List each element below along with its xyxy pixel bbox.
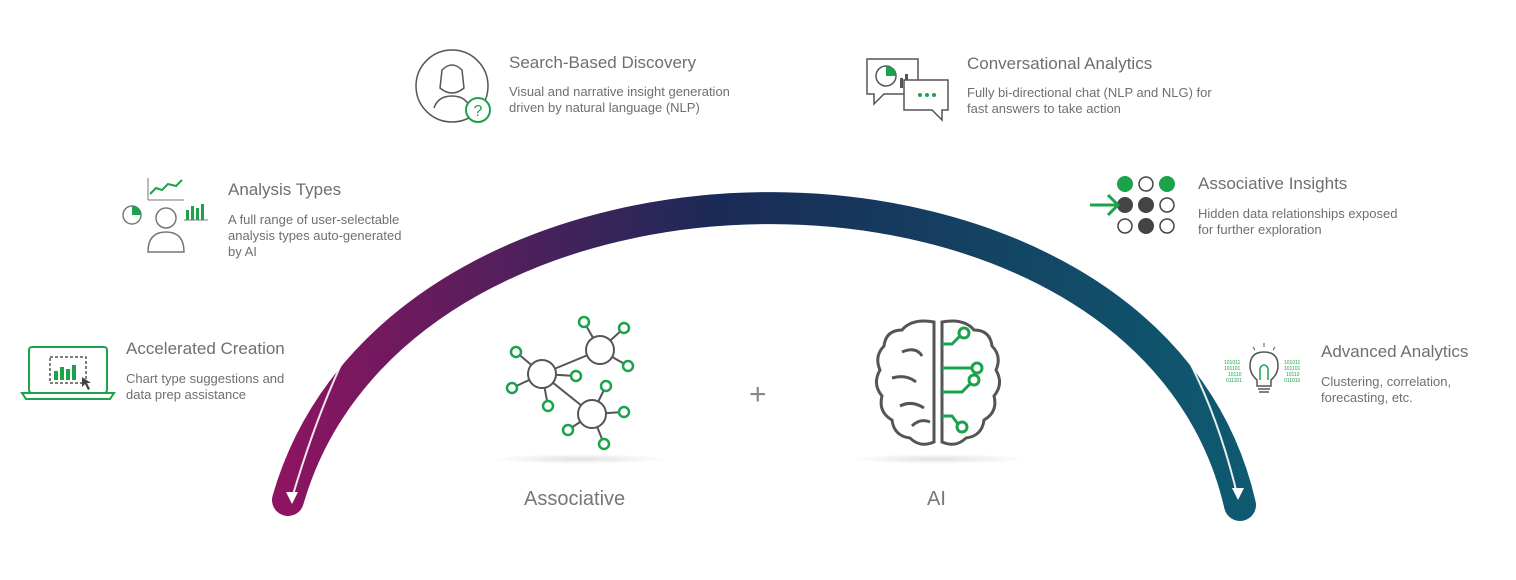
- svg-text:101101: 101101: [1284, 366, 1301, 372]
- dots-arrow-icon: [1090, 176, 1175, 234]
- accelerated-creation-title: Accelerated Creation: [126, 339, 285, 358]
- ai-label: AI: [927, 488, 946, 510]
- conversational-title: Conversational Analytics: [967, 54, 1153, 73]
- associative-insights-desc: Hidden data relationships exposed for fu…: [1198, 206, 1398, 237]
- arc-inner-line-top-left: [459, 174, 641, 219]
- svg-text:101011: 101011: [1224, 360, 1241, 366]
- svg-text:?: ?: [474, 103, 483, 120]
- svg-text:011010: 011010: [1284, 378, 1301, 384]
- arc-band: [272, 192, 1256, 521]
- arc-arrow-left: [286, 492, 298, 504]
- accelerated-creation-desc: Chart type suggestions and data prep ass…: [126, 371, 285, 402]
- advanced-analytics-title: Advanced Analytics: [1321, 342, 1469, 361]
- svg-text:101011: 101011: [1284, 360, 1301, 366]
- analysis-types-title: Analysis Types: [228, 180, 342, 199]
- associative-shadow: [490, 454, 670, 464]
- lightbulb-binary-icon: 101011 101101 10110 011101 101011 101101…: [1224, 343, 1301, 393]
- associative-insights-title: Associative Insights: [1198, 174, 1348, 193]
- arc-inner-line-top-right: [924, 184, 1071, 223]
- svg-text:10110: 10110: [1286, 372, 1300, 378]
- arc-inner-line: [291, 229, 441, 499]
- svg-text:10110: 10110: [1228, 372, 1242, 378]
- arc-title: Insight Advisor: [685, 136, 832, 161]
- conversational-desc: Fully bi-directional chat (NLP and NLG) …: [967, 85, 1212, 116]
- person-question-icon: ?: [415, 49, 491, 123]
- search-discovery-title: Search-Based Discovery: [509, 53, 697, 72]
- analysis-types-desc: A full range of user-selectable analysis…: [228, 212, 402, 259]
- person-charts-icon: [122, 178, 208, 253]
- associative-label: Associative: [524, 488, 626, 510]
- search-discovery-desc: Visual and narrative insight generation …: [509, 84, 730, 115]
- plus-sign: +: [749, 378, 767, 411]
- svg-text:011101: 011101: [1226, 378, 1242, 384]
- network-graph-icon: [505, 315, 635, 451]
- chat-bubbles-icon: [866, 58, 949, 122]
- arc-inner-line-right: [1084, 234, 1239, 499]
- eye-icon: [669, 162, 693, 180]
- ai-shadow: [848, 454, 1028, 464]
- advanced-analytics-desc: Clustering, correlation, forecasting, et…: [1321, 374, 1452, 405]
- brain-circuit-icon: [875, 319, 1001, 446]
- arc-arrow-right: [1232, 488, 1244, 500]
- svg-text:101101: 101101: [1224, 366, 1241, 372]
- laptop-chart-icon: [20, 346, 116, 400]
